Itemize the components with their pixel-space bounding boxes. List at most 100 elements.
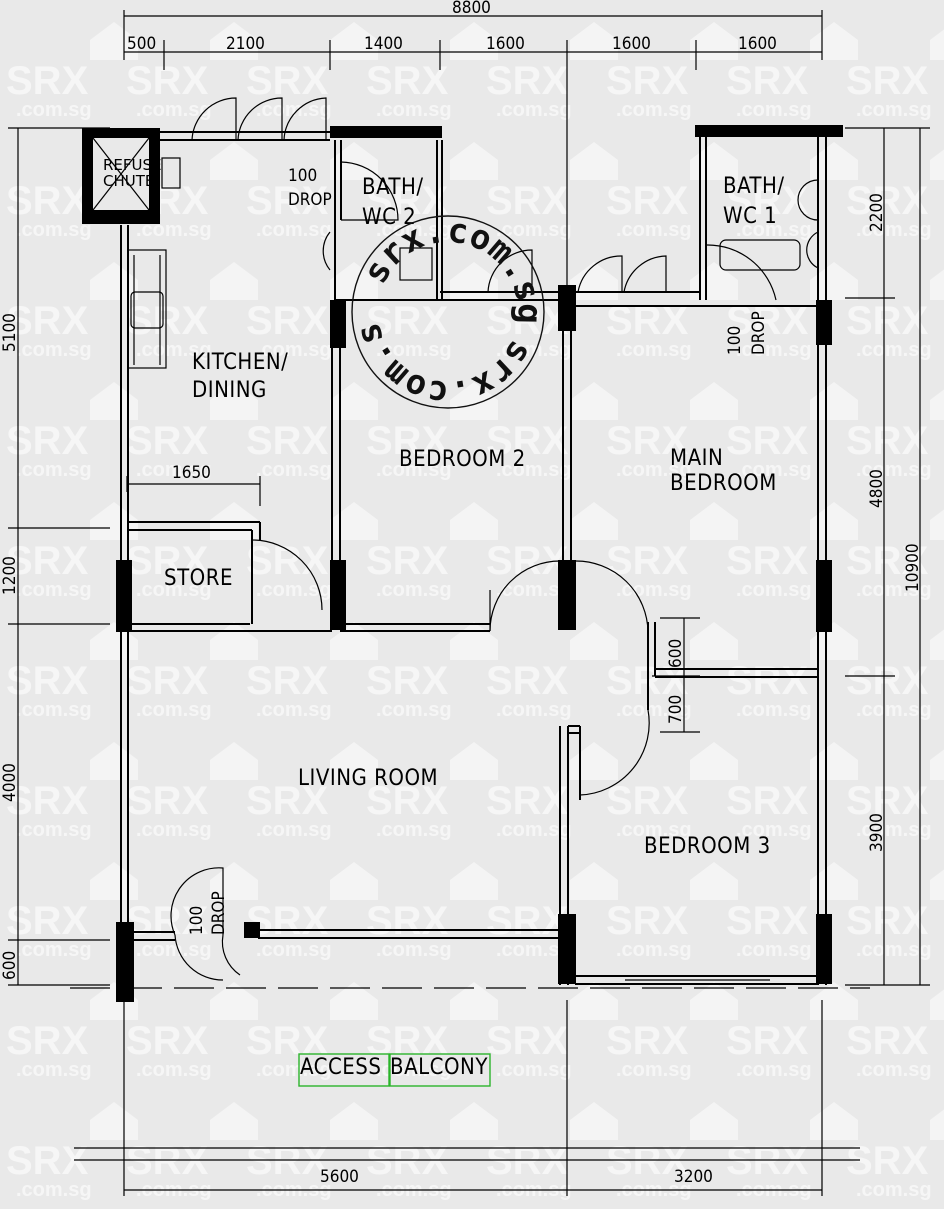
- watermark-logo-subtext: .com.sg: [616, 819, 692, 841]
- watermark-logo-subtext: .com.sg: [736, 1059, 812, 1081]
- watermark-logo-text: SRX: [606, 779, 689, 823]
- watermark-house-icon: [330, 742, 378, 780]
- watermark-logo-text: SRX: [486, 299, 569, 343]
- watermark-house-icon: [330, 382, 378, 420]
- bath-wc-1-label-line-1: BATH/: [723, 174, 785, 199]
- watermark-logo-text: SRX: [126, 59, 209, 103]
- bath-wc-1-label-line-2: WC 1: [723, 204, 777, 229]
- watermark-logo-text: SRX: [846, 1019, 929, 1063]
- watermark-logo-text: SRX: [126, 899, 209, 943]
- watermark-logo-text: SRX: [366, 899, 449, 943]
- watermark-logo-subtext: .com.sg: [616, 939, 692, 961]
- watermark-house-icon: [690, 22, 738, 60]
- watermark-logo-text: SRX: [366, 659, 449, 703]
- watermark-house-icon: [450, 502, 498, 540]
- kitchen-drop-label: DROP: [288, 190, 332, 210]
- watermark-logo-text: SRX: [366, 299, 449, 343]
- watermark-logo-subtext: .com.sg: [496, 459, 572, 481]
- watermark-house-icon: [570, 862, 618, 900]
- watermark-house-icon: [930, 269, 944, 300]
- passage-dimension-2: 700: [666, 695, 686, 724]
- watermark-logo-subtext: .com.sg: [856, 339, 932, 361]
- watermark-logo-subtext: .com.sg: [496, 99, 572, 121]
- watermark-logo-text: SRX: [246, 779, 329, 823]
- watermark-logo-subtext: .com.sg: [16, 939, 92, 961]
- access-balcony-label-line-1: ACCESS: [300, 1055, 381, 1080]
- watermark-house-icon: [90, 382, 138, 420]
- watermark-logo-subtext: .com.sg: [496, 699, 572, 721]
- watermark-logo-subtext: .com.sg: [16, 699, 92, 721]
- watermark-logo-subtext: .com.sg: [376, 939, 452, 961]
- watermark-house-icon: [330, 502, 378, 540]
- watermark-logo-subtext: .com.sg: [856, 819, 932, 841]
- living-drop-label: DROP: [209, 891, 229, 935]
- watermark-logo-text: SRX: [846, 659, 929, 703]
- watermark-logo-subtext: .com.sg: [256, 819, 332, 841]
- watermark-logo-subtext: .com.sg: [136, 819, 212, 841]
- watermark-logo-subtext: .com.sg: [856, 219, 932, 241]
- doors: [127, 97, 819, 981]
- watermark-logo-subtext: .com.sg: [256, 699, 332, 721]
- watermark-house-icon: [210, 22, 258, 60]
- balcony-label-box: [389, 1053, 491, 1087]
- watermark-logo-text: SRX: [606, 539, 689, 583]
- watermark-logo-text: SRX: [126, 1139, 209, 1183]
- store-width-dimension: 1650: [172, 463, 211, 483]
- watermark-logo-text: SRX: [726, 539, 809, 583]
- watermark-house-icon: [90, 262, 138, 300]
- bottom-dimension-1: 5600: [320, 1167, 359, 1187]
- watermark-logo-text: SRX: [486, 419, 569, 463]
- watermark-house-icon: [210, 982, 258, 1020]
- watermark-logo-text: SRX: [486, 779, 569, 823]
- watermark-logo-subtext: .com.sg: [736, 459, 812, 481]
- watermark-logo-subtext: .com.sg: [856, 699, 932, 721]
- watermark-logo-text: SRX: [486, 59, 569, 103]
- watermark-logo-text: SRX: [246, 59, 329, 103]
- watermark-logo-subtext: .com.sg: [16, 99, 92, 121]
- watermark-logo-subtext: .com.sg: [736, 579, 812, 601]
- watermark-house-icon: [810, 742, 858, 780]
- watermark-logo-subtext: .com.sg: [376, 459, 452, 481]
- watermark-logo-text: SRX: [726, 179, 809, 223]
- watermark-house-icon: [690, 622, 738, 660]
- watermark-logo-subtext: .com.sg: [856, 939, 932, 961]
- watermark-logo-text: SRX: [846, 539, 929, 583]
- watermark-logo-subtext: .com.sg: [136, 99, 212, 121]
- watermark-logo-subtext: .com.sg: [16, 579, 92, 601]
- watermark-house-icon: [690, 262, 738, 300]
- watermark-house-icon: [570, 262, 618, 300]
- watermark-house-icon: [450, 142, 498, 180]
- watermark-house-icon: [210, 742, 258, 780]
- watermark-logo-subtext: .com.sg: [136, 219, 212, 241]
- watermark-logo-text: SRX: [6, 539, 89, 583]
- watermark-house-icon: [690, 502, 738, 540]
- watermark-logo-subtext: .com.sg: [256, 939, 332, 961]
- watermark-house-icon: [810, 502, 858, 540]
- watermark-logo-text: SRX: [246, 1019, 329, 1063]
- watermark-logo-text: SRX: [606, 899, 689, 943]
- bath-wc-2-label-line-1: BATH/: [362, 175, 424, 200]
- passage-dimension-1: 600: [666, 639, 686, 668]
- watermark-logo-text: SRX: [246, 1139, 329, 1183]
- watermark-logo-text: SRX: [726, 59, 809, 103]
- left-dimension-2: 1200: [0, 556, 20, 595]
- watermark-logo-subtext: .com.sg: [376, 339, 452, 361]
- top-dimension-3: 1400: [364, 34, 403, 54]
- watermark-house-icon: [210, 862, 258, 900]
- top-overall-dimension: 8800: [452, 0, 491, 18]
- watermark-house-icon: [570, 742, 618, 780]
- watermark-logo-subtext: .com.sg: [496, 219, 572, 241]
- watermark-house-icon: [690, 862, 738, 900]
- refuse-chute-label-line-1: REFUSE: [103, 156, 162, 174]
- watermark-house-icon: [450, 742, 498, 780]
- watermark-logo-subtext: .com.sg: [616, 339, 692, 361]
- watermark-logo-subtext: .com.sg: [136, 339, 212, 361]
- watermark-logo-text: SRX: [606, 179, 689, 223]
- watermark-logo-subtext: .com.sg: [136, 1059, 212, 1081]
- top-dimension-1: 500: [127, 34, 156, 54]
- watermark-logo-text: SRX: [6, 59, 89, 103]
- watermark-logo-subtext: .com.sg: [136, 939, 212, 961]
- watermark-logo-subtext: .com.sg: [856, 1179, 932, 1201]
- watermark-house-icon: [930, 29, 944, 60]
- watermark-house-icon: [930, 749, 944, 780]
